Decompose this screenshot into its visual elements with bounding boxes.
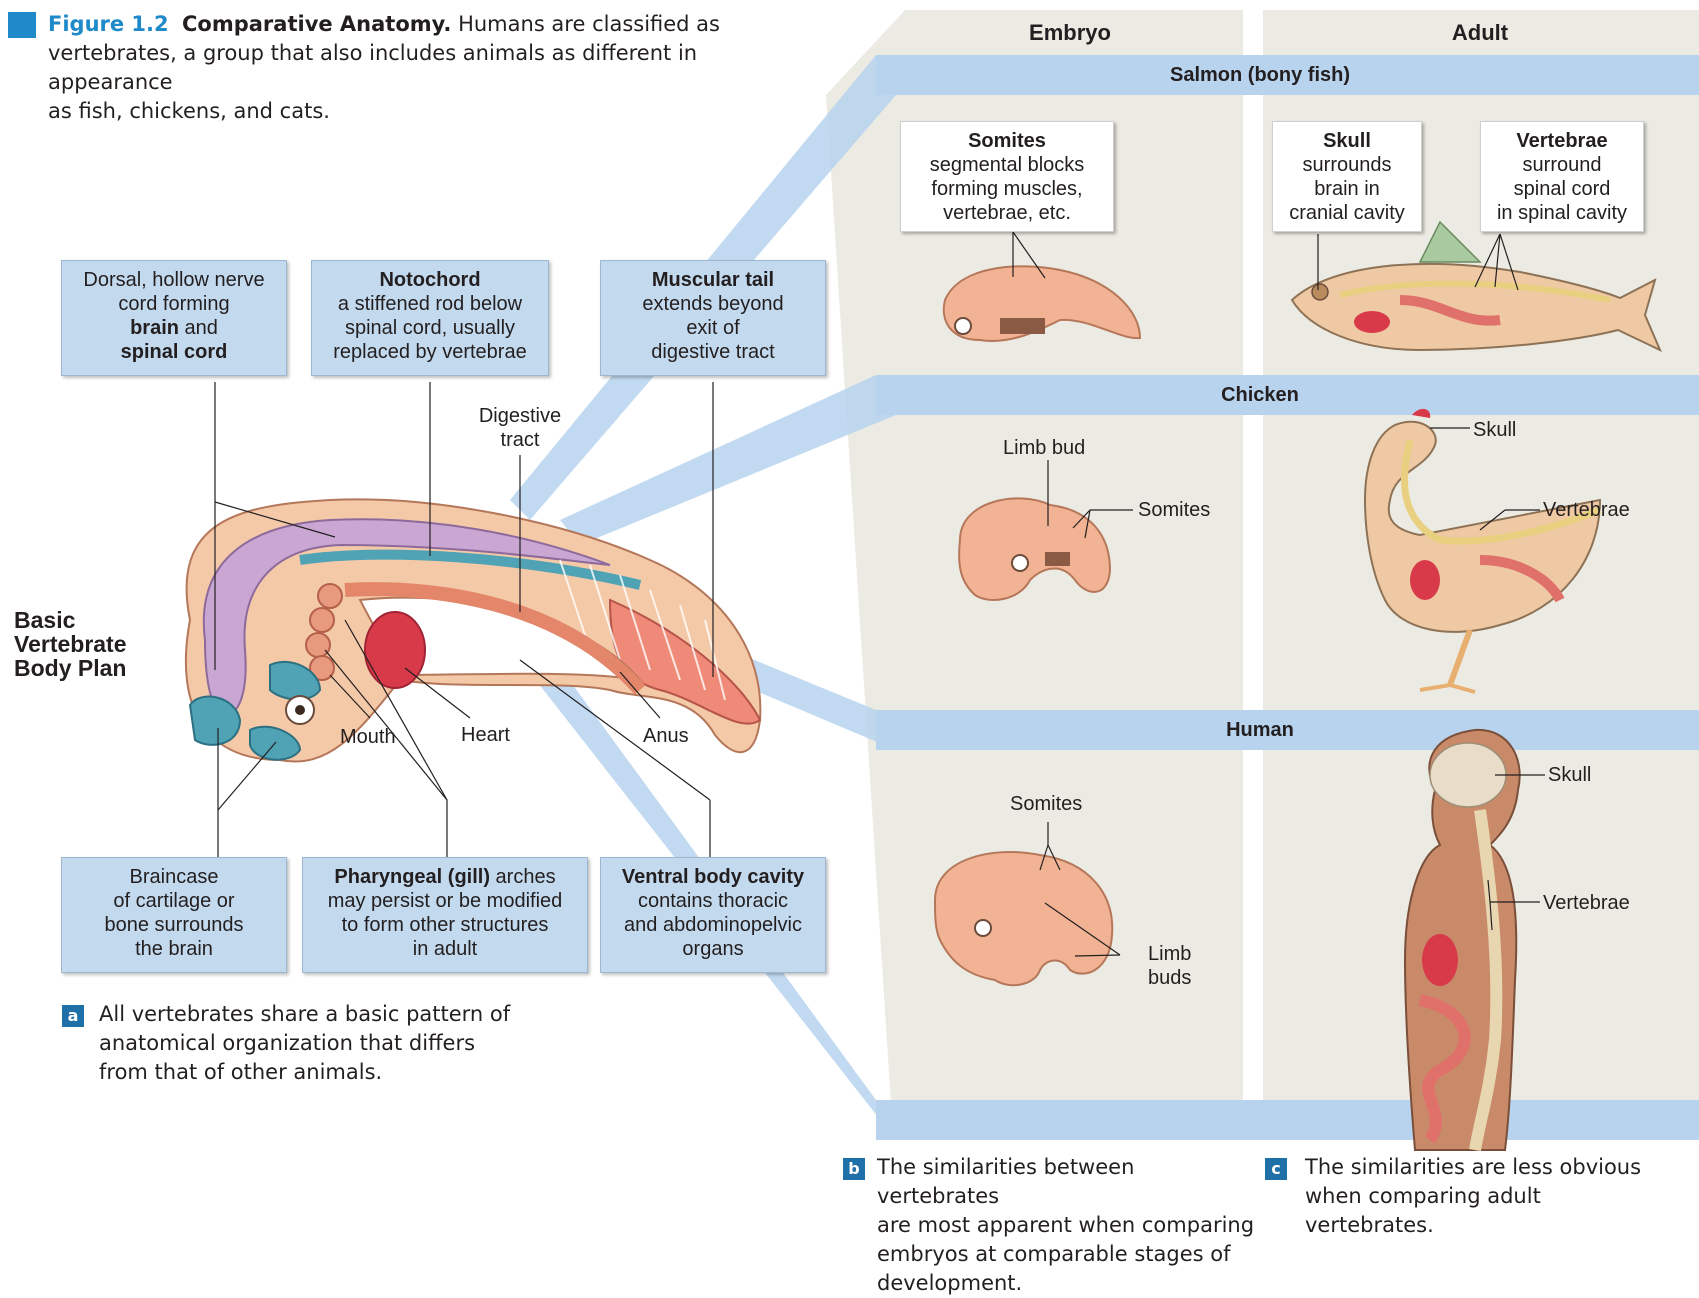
nerve-and: and [179,317,218,339]
braincase-box: Braincase of cartilage or bone surrounds… [61,857,287,973]
basic-body-plan-title: Basic Vertebrate Body Plan [14,608,127,680]
note-a: All vertebrates share a basic pattern of… [99,1000,519,1087]
pharyngeal-line-2: to form other structures [303,913,587,937]
note-b-line-2: are most apparent when comparing [877,1211,1257,1240]
pharyngeal-arches-box: Pharyngeal (gill) arches may persist or … [302,857,588,973]
vertebrae-title: Vertebrae [1481,129,1643,153]
tail-line-3: digestive tract [601,340,825,364]
pharyngeal-line-3: in adult [303,937,587,961]
nerve-line-1: Dorsal, hollow nerve [62,268,286,292]
band-label-chicken: Chicken [1100,384,1420,407]
ventral-line-2: and abdominopelvic [601,913,825,937]
pharyngeal-arches-word: arches [490,866,556,888]
human-somites-label: Somites [1010,792,1082,816]
chicken-limb-bud-label: Limb bud [1003,436,1085,460]
note-b: The similarities between vertebrates are… [877,1153,1257,1298]
ventral-cavity-box: Ventral body cavity contains thoracic an… [600,857,826,973]
eye-pupil [295,705,305,715]
human-skull-label: Skull [1548,763,1591,787]
human-limb-buds-label: Limb buds [1148,942,1191,990]
human-embryo [935,852,1112,985]
tail-title: Muscular tail [601,268,825,292]
title-line-2: Vertebrate [14,632,127,656]
note-b-line-4: development. [877,1269,1257,1298]
vertebrae-line-3: in spinal cavity [1481,201,1643,225]
somites-line-2: forming muscles, [901,177,1113,201]
note-c-line-3: vertebrates. [1305,1211,1685,1240]
skull-box: Skull surrounds brain in cranial cavity [1272,121,1422,232]
nerve-spinal-cord: spinal cord [62,340,286,364]
somites-line-3: vertebrae, etc. [901,201,1113,225]
note-a-line-1: All vertebrates share a basic pattern of [99,1000,519,1029]
notochord-title: Notochord [312,268,548,292]
note-a-line-2: anatomical organization that differs [99,1029,519,1058]
notochord-line-1: a stiffened rod below [312,292,548,316]
tail-line-2: exit of [601,316,825,340]
digestive-tract-label: Digestive tract [470,404,570,452]
note-c-line-1: The similarities are less obvious [1305,1153,1685,1182]
pharyngeal-line-1: may persist or be modified [303,889,587,913]
anus-label: Anus [643,724,689,748]
tag-b: b [843,1158,865,1180]
note-b-line-3: embryos at comparable stages of [877,1240,1257,1269]
skull-line-2: brain in [1273,177,1421,201]
notochord-box: Notochord a stiffened rod below spinal c… [311,260,549,376]
tag-c: c [1265,1158,1287,1180]
column-header-adult: Adult [1400,20,1560,46]
title-line-1: Basic [14,608,127,632]
braincase-line-2: of cartilage or [62,889,286,913]
figure-caption: Figure 1.2 Comparative Anatomy. Humans a… [48,10,788,126]
vertebrae-line-1: surround [1481,153,1643,177]
chicken-vertebrae-label: Vertebrae [1543,498,1630,522]
digestive-line-1: Digestive [470,404,570,428]
skull-line-3: cranial cavity [1273,201,1421,225]
limb-line-2: buds [1148,966,1191,990]
nerve-line-2: cord forming [62,292,286,316]
pharyngeal-title: Pharyngeal (gill) [334,866,490,888]
nerve-brain: brain [130,317,179,339]
figure-marker [8,12,36,38]
band-bottom-bg [876,1100,1699,1140]
caption-line-2: vertebrates, a group that also includes … [48,39,788,97]
title-line-3: Body Plan [14,656,127,680]
ventral-line-1: contains thoracic [601,889,825,913]
braincase-line-3: bone surrounds [62,913,286,937]
note-c: The similarities are less obvious when c… [1305,1153,1685,1240]
limb-line-1: Limb [1148,942,1191,966]
column-header-embryo: Embryo [990,20,1150,46]
note-b-line-1: The similarities between vertebrates [877,1153,1257,1211]
vertebrae-box: Vertebrae surround spinal cord in spinal… [1480,121,1644,232]
chicken-skull-label: Skull [1473,418,1516,442]
mouth-label: Mouth [340,725,396,749]
chicken-somites-label: Somites [1138,498,1210,522]
figure-title: Comparative Anatomy. [182,12,451,36]
band-label-human: Human [1100,719,1420,742]
heart-label: Heart [461,723,510,747]
band-label-salmon: Salmon (bony fish) [1100,64,1420,87]
ventral-title: Ventral body cavity [601,865,825,889]
human-vertebrae-label: Vertebrae [1543,891,1630,915]
tag-a: a [62,1005,84,1027]
notochord-line-2: spinal cord, usually [312,316,548,340]
skull-title: Skull [1273,129,1421,153]
braincase-line-1: Braincase [62,865,286,889]
caption-line-1: Humans are classified as [458,12,720,36]
somites-title: Somites [901,129,1113,153]
figure-number: Figure 1.2 [48,12,169,36]
note-a-line-3: from that of other animals. [99,1058,519,1087]
braincase-line-4: the brain [62,937,286,961]
somites-box: Somites segmental blocks forming muscles… [900,121,1114,232]
vertebrae-line-2: spinal cord [1481,177,1643,201]
notochord-line-3: replaced by vertebrae [312,340,548,364]
note-c-line-2: when comparing adult [1305,1182,1685,1211]
skull-line-1: surrounds [1273,153,1421,177]
somites-line-1: segmental blocks [901,153,1113,177]
muscular-tail-box: Muscular tail extends beyond exit of dig… [600,260,826,376]
digestive-line-2: tract [470,428,570,452]
nerve-cord-box: Dorsal, hollow nerve cord forming brain … [61,260,287,376]
ventral-line-3: organs [601,937,825,961]
tail-line-1: extends beyond [601,292,825,316]
caption-line-3: as fish, chickens, and cats. [48,97,788,126]
